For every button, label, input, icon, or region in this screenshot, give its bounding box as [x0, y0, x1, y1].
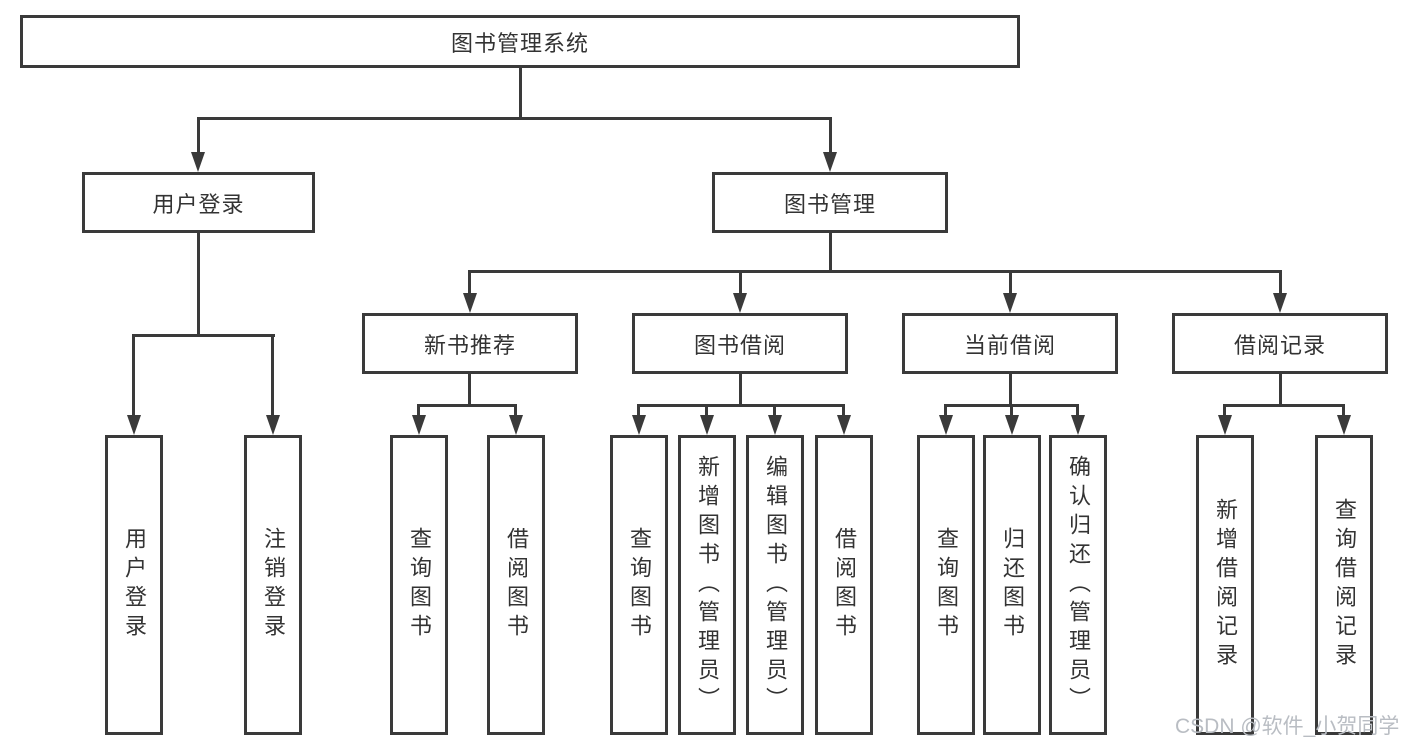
- connector-line: [944, 404, 947, 418]
- connector-line: [1010, 404, 1013, 418]
- leaf-add-borrow-record: 新增借阅记录: [1196, 435, 1254, 735]
- arrow-down-icon: [1337, 415, 1351, 435]
- connector-line: [271, 334, 274, 418]
- connector-line: [519, 67, 522, 119]
- leaf-add-books-admin-label: 新增图书（管理员）: [695, 454, 720, 716]
- node-borrow-records-label: 借阅记录: [1233, 332, 1326, 358]
- leaf-confirm-return-admin: 确认归还（管理员）: [1049, 435, 1107, 735]
- connector-line: [417, 404, 420, 418]
- leaf-query-books-recommend-label: 查询图书: [407, 527, 432, 643]
- connector-line: [197, 117, 200, 155]
- connector-line: [197, 233, 200, 336]
- node-book-management-label: 图书管理: [783, 191, 876, 217]
- arrow-down-icon: [700, 415, 714, 435]
- connector-line: [829, 117, 832, 155]
- connector-line: [1342, 404, 1345, 418]
- leaf-query-borrow-record: 查询借阅记录: [1315, 435, 1373, 735]
- csdn-watermark: CSDN @软件_小贺同学: [1175, 715, 1400, 738]
- arrow-down-icon: [127, 415, 141, 435]
- arrow-down-icon: [837, 415, 851, 435]
- arrow-down-icon: [509, 415, 523, 435]
- arrow-down-icon: [823, 152, 837, 172]
- leaf-query-books-current: 查询图书: [917, 435, 975, 735]
- leaf-return-books: 归还图书: [983, 435, 1041, 735]
- arrow-down-icon: [191, 152, 205, 172]
- connector-line: [197, 117, 832, 120]
- arrow-down-icon: [632, 415, 646, 435]
- node-root-label: 图书管理系统: [450, 30, 589, 56]
- arrow-down-icon: [1273, 293, 1287, 313]
- connector-line: [637, 404, 845, 407]
- arrow-down-icon: [266, 415, 280, 435]
- node-root: 图书管理系统: [20, 15, 1020, 68]
- arrow-down-icon: [768, 415, 782, 435]
- node-book-borrowing-label: 图书借阅: [693, 332, 786, 358]
- connector-line: [829, 233, 832, 273]
- connector-line: [1223, 404, 1226, 418]
- leaf-query-borrow-record-label: 查询借阅记录: [1332, 498, 1357, 672]
- node-book-borrowing: 图书借阅: [632, 313, 848, 374]
- connector-line: [739, 374, 742, 407]
- arrow-down-icon: [1071, 415, 1085, 435]
- leaf-logout-label: 注销登录: [261, 527, 286, 643]
- connector-line: [773, 404, 776, 418]
- node-book-management: 图书管理: [712, 172, 948, 233]
- connector-line: [1279, 374, 1282, 407]
- connector-line: [132, 334, 275, 337]
- connector-line: [468, 374, 471, 407]
- leaf-add-borrow-record-label: 新增借阅记录: [1213, 498, 1238, 672]
- connector-line: [739, 270, 742, 296]
- leaf-query-books-recommend: 查询图书: [390, 435, 448, 735]
- connector-line: [468, 270, 1282, 273]
- leaf-edit-books-admin-label: 编辑图书（管理员）: [763, 454, 788, 716]
- arrow-down-icon: [1005, 415, 1019, 435]
- leaf-query-books-borrowing-label: 查询图书: [627, 527, 652, 643]
- node-new-book-recommend: 新书推荐: [362, 313, 578, 374]
- node-user-login: 用户登录: [82, 172, 315, 233]
- leaf-edit-books-admin: 编辑图书（管理员）: [746, 435, 804, 735]
- leaf-query-books-current-label: 查询图书: [934, 527, 959, 643]
- arrow-down-icon: [939, 415, 953, 435]
- leaf-borrow-books-label: 借阅图书: [832, 527, 857, 643]
- connector-line: [417, 404, 517, 407]
- node-current-borrowing-label: 当前借阅: [963, 332, 1056, 358]
- connector-line: [468, 270, 471, 296]
- connector-line: [705, 404, 708, 418]
- leaf-return-books-label: 归还图书: [1000, 527, 1025, 643]
- node-borrow-records: 借阅记录: [1172, 313, 1388, 374]
- connector-line: [1223, 404, 1345, 407]
- leaf-logout: 注销登录: [244, 435, 302, 735]
- leaf-add-books-admin: 新增图书（管理员）: [678, 435, 736, 735]
- leaf-query-books-borrowing: 查询图书: [610, 435, 668, 735]
- connector-line: [842, 404, 845, 418]
- arrow-down-icon: [1003, 293, 1017, 313]
- leaf-borrow-books-recommend-label: 借阅图书: [504, 527, 529, 643]
- leaf-borrow-books-recommend: 借阅图书: [487, 435, 545, 735]
- arrow-down-icon: [733, 293, 747, 313]
- arrow-down-icon: [463, 293, 477, 313]
- connector-line: [1279, 270, 1282, 296]
- leaf-user-login: 用户登录: [105, 435, 163, 735]
- connector-line: [1076, 404, 1079, 418]
- node-current-borrowing: 当前借阅: [902, 313, 1118, 374]
- leaf-user-login-label: 用户登录: [122, 527, 147, 643]
- node-new-book-recommend-label: 新书推荐: [423, 332, 516, 358]
- connector-line: [1009, 270, 1012, 296]
- leaf-confirm-return-admin-label: 确认归还（管理员）: [1066, 454, 1091, 716]
- connector-line: [1009, 374, 1012, 407]
- connector-line: [514, 404, 517, 418]
- leaf-borrow-books: 借阅图书: [815, 435, 873, 735]
- arrow-down-icon: [1218, 415, 1232, 435]
- arrow-down-icon: [412, 415, 426, 435]
- connector-line: [637, 404, 640, 418]
- node-user-login-label: 用户登录: [152, 191, 245, 217]
- connector-line: [132, 334, 135, 418]
